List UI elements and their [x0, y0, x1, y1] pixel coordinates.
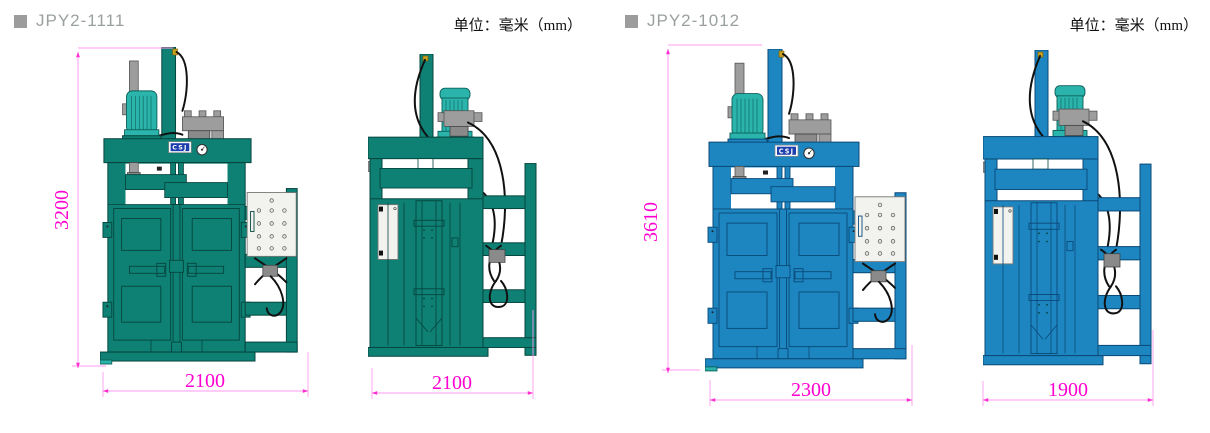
width-dimension-label: 2100 [432, 372, 472, 394]
machine-front-view-jpy2-1012 [705, 49, 908, 372]
unit-label: 单位：毫米（mm） [453, 18, 582, 34]
model-name: JPY2-1111 [36, 11, 126, 30]
model-bullet [625, 15, 638, 28]
machine-side-view-jpy2-1111 [368, 54, 537, 358]
height-dimension-label: 3610 [640, 202, 662, 242]
panel-header-jpy2-1111: JPY2-1111 单位：毫米（mm） [0, 0, 1210, 40]
width-dimension-label: 2300 [791, 379, 831, 401]
height-dimension-label: 3200 [51, 190, 73, 230]
machine-side-view-jpy2-1012 [983, 50, 1153, 366]
width-dimension-label: 2100 [185, 370, 225, 392]
machine-front-view-jpy2-1111 [100, 47, 299, 366]
panel-header-jpy2-1012: JPY2-1012 单位：毫米（mm） [0, 0, 1210, 40]
unit-label: 单位：毫米（mm） [1069, 18, 1198, 34]
model-bullet [14, 15, 27, 28]
model-name: JPY2-1012 [647, 11, 741, 30]
width-dimension-label: 1900 [1048, 379, 1088, 401]
